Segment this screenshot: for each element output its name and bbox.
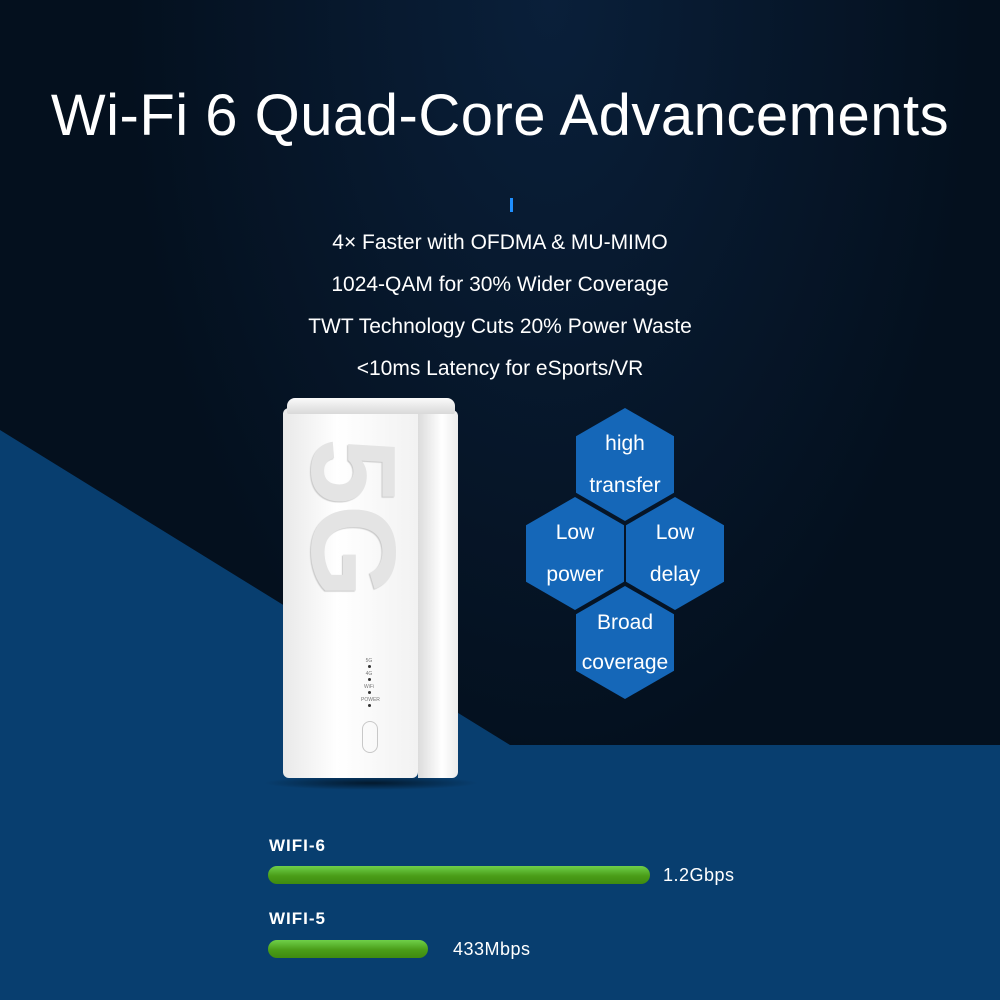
router-image: 5G 5G 4G WiFi POWER — [263, 398, 479, 790]
feature-line: 4× Faster with OFDMA & MU-MIMO — [332, 231, 668, 254]
led-wifi: WiFi — [361, 684, 377, 694]
feature-line: TWT Technology Cuts 20% Power Waste — [308, 315, 692, 338]
wifi5-speed-bar — [268, 940, 429, 958]
router-side-panel — [418, 410, 458, 778]
hex-text: Broad — [596, 610, 654, 634]
router-button — [362, 721, 378, 753]
accent-divider — [510, 198, 513, 212]
hex-text: Low — [655, 520, 695, 544]
hex-text: Low — [555, 520, 595, 544]
hex-text: transfer — [589, 473, 661, 497]
hex-text: high — [605, 431, 645, 455]
wifi5-speed-value: 433Mbps — [453, 939, 531, 959]
led-5g: 5G — [361, 658, 377, 668]
hex-text: coverage — [581, 650, 669, 674]
hex-text: power — [546, 562, 604, 586]
feature-line: 1024-QAM for 30% Wider Coverage — [331, 273, 669, 296]
router-led-panel: 5G 4G WiFi POWER — [361, 658, 380, 710]
wifi6-label: WIFI-6 — [269, 836, 326, 855]
router-top — [287, 398, 455, 414]
led-4g: 4G — [361, 671, 377, 681]
hex-text: delay — [649, 562, 701, 586]
page-title: Wi-Fi 6 Quad-Core Advancements — [50, 83, 950, 148]
feature-line: <10ms Latency for eSports/VR — [356, 357, 644, 380]
wifi6-speed-bar — [268, 866, 650, 884]
router-shadow — [263, 776, 479, 790]
router-logo: 5G — [286, 438, 420, 599]
led-power: POWER — [361, 697, 380, 707]
wifi5-label: WIFI-5 — [269, 909, 326, 928]
router-front: 5G 5G 4G WiFi POWER — [283, 408, 420, 778]
wifi6-speed-value: 1.2Gbps — [663, 865, 735, 885]
